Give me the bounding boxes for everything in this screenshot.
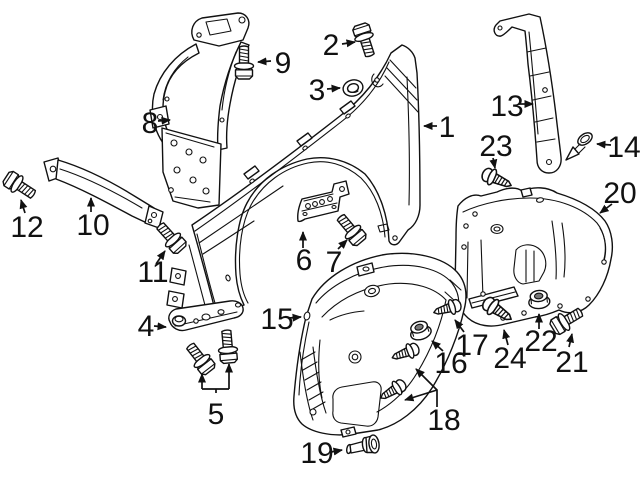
callout-label-8: 8 <box>142 107 159 140</box>
arch-bracket-6 <box>297 180 350 223</box>
callout-label-21: 21 <box>555 346 588 379</box>
callout-label-17: 17 <box>455 329 488 362</box>
callout-arrow-2 <box>341 39 356 48</box>
callout-label-2: 2 <box>323 29 340 62</box>
callout-arrow-23 <box>489 157 498 169</box>
callout-label-7: 7 <box>326 246 343 279</box>
callout-arrows <box>19 39 613 456</box>
callout-label-6: 6 <box>296 244 313 277</box>
callout-label-1: 1 <box>439 111 456 144</box>
callout-arrow-16 <box>431 340 444 352</box>
callout-arrow-24 <box>502 329 511 346</box>
callout-label-3: 3 <box>309 74 326 107</box>
callout-label-19: 19 <box>300 437 333 470</box>
callout-arrow-17 <box>454 319 465 333</box>
callout-label-16: 16 <box>434 347 467 380</box>
callout-label-18: 18 <box>427 404 460 437</box>
callout-arrow-9 <box>257 57 272 66</box>
callout-label-13: 13 <box>490 90 523 123</box>
bolt-12 <box>0 168 40 204</box>
bolt-7 <box>332 209 370 249</box>
front-fender-liner-15 <box>293 252 467 438</box>
callout-arrow-4 <box>153 322 167 331</box>
push-clip-14 <box>565 132 593 161</box>
callout-arrow-8 <box>157 116 171 125</box>
callout-arrow-7 <box>337 239 348 250</box>
callout-label-22: 22 <box>524 325 557 358</box>
callout-label-15: 15 <box>260 303 293 336</box>
callout-arrow-19 <box>330 447 343 456</box>
callout-arrow-3 <box>326 84 341 93</box>
callout-arrow-14 <box>596 140 612 149</box>
callout-arrow-15 <box>288 313 302 322</box>
callout-arrow-21 <box>566 333 574 348</box>
callout-arrow-11 <box>155 250 166 265</box>
callout-arrow-18b <box>404 389 438 402</box>
lower-bracket-4 <box>168 300 244 332</box>
rail-bracket-13 <box>493 13 562 174</box>
bolt-19 <box>345 434 380 455</box>
bolt-2 <box>350 21 380 60</box>
brace-bar-10 <box>43 157 164 229</box>
callout-label-12: 12 <box>10 211 43 244</box>
callout-label-14: 14 <box>607 131 640 164</box>
callout-label-20: 20 <box>603 177 636 210</box>
callout-label-10: 10 <box>76 209 109 242</box>
callout-bracket-5 <box>202 388 229 393</box>
callout-label-24: 24 <box>493 342 526 375</box>
support-bracket-8 <box>149 12 250 209</box>
callout-arrow-12 <box>19 199 28 214</box>
fender-panel <box>166 44 421 313</box>
grommet-3 <box>342 79 364 97</box>
callout-labels: 1 2 3 4 5 6 7 8 9 10 11 12 13 14 15 16 1… <box>10 29 640 470</box>
callout-label-23: 23 <box>479 130 512 163</box>
rear-fender-liner-20 <box>454 187 614 327</box>
callout-label-9: 9 <box>275 47 292 80</box>
bolt-5b <box>216 328 240 365</box>
bolt-5a <box>181 338 219 378</box>
callout-label-11: 11 <box>137 256 168 289</box>
callout-label-4: 4 <box>138 310 155 343</box>
callout-label-5: 5 <box>208 398 225 431</box>
callout-arrow-20 <box>599 203 613 214</box>
